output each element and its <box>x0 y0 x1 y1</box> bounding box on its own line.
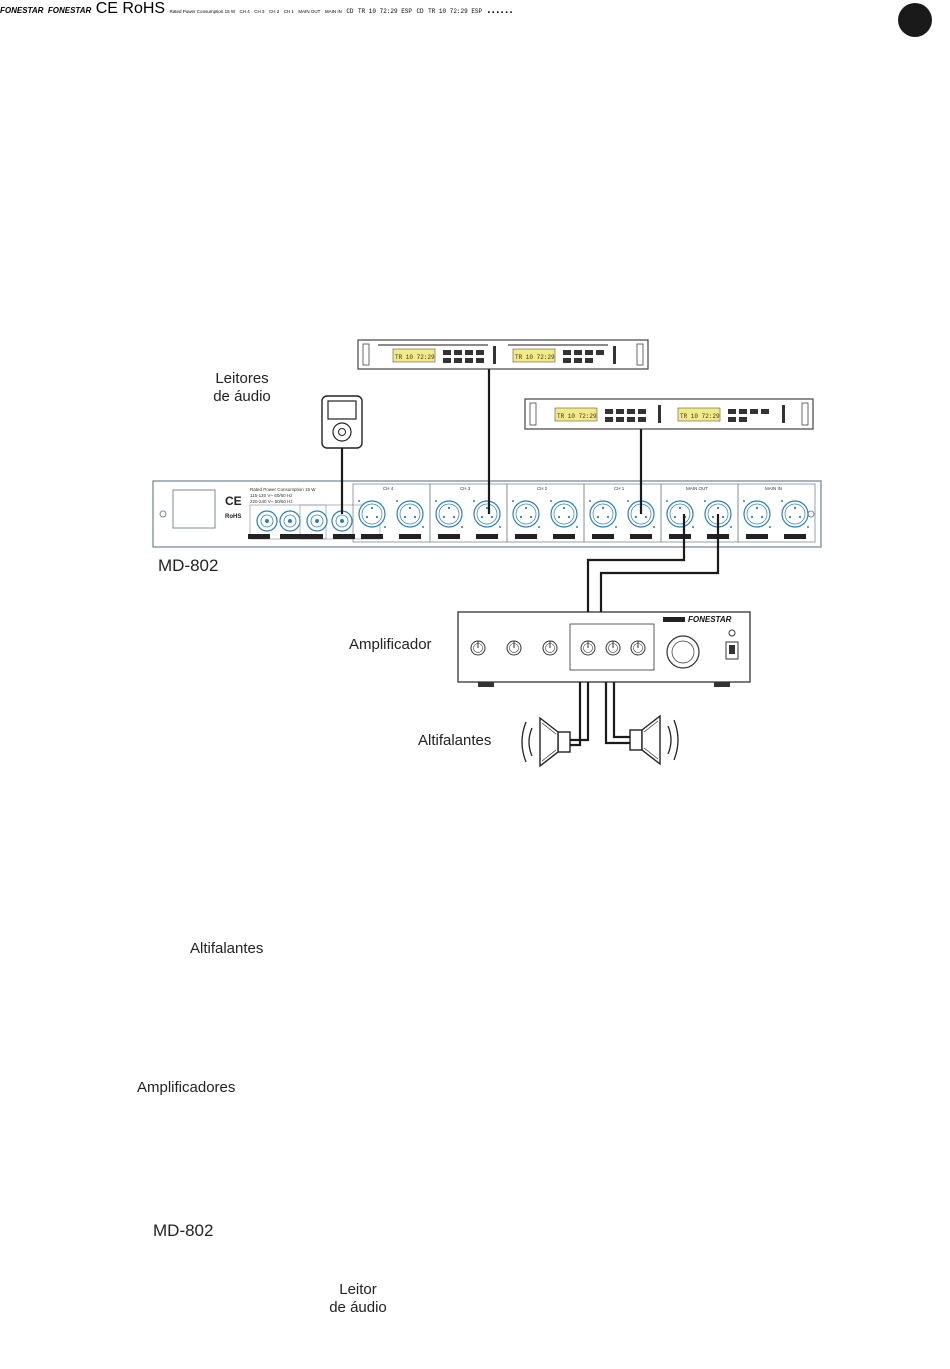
cd-player-top-2: TR 10 72:29 TR 10 72:29 <box>524 398 814 430</box>
svg-text:TR 10 72:29: TR 10 72:29 <box>515 354 555 361</box>
amplifier-bottom-left: FONESTAR <box>0 6 44 15</box>
bottom-player-label-line1: Leitor <box>339 1281 377 1298</box>
cd-display-line2-b: TR 10 72:29 ESP <box>428 8 483 15</box>
top-device-label: MD-802 <box>158 556 219 575</box>
svg-text:TR 10 72:29: TR 10 72:29 <box>680 413 720 420</box>
top-players-label-line2: de áudio <box>213 388 271 405</box>
ch1-label-top: CH 1 <box>614 486 625 491</box>
bottom-speakers-label: Altifalantes <box>190 940 264 957</box>
ch4-label-bottom: CH 4 <box>239 9 250 14</box>
svg-text:FONESTAR: FONESTAR <box>688 615 732 624</box>
top-players-label-line1: Leitores <box>215 370 269 387</box>
cd-player-bottom: CD TR 10 72:29 ESP CD TR 10 72:29 ESP <box>346 0 486 17</box>
svg-text:RoHS: RoHS <box>225 514 241 520</box>
svg-text:TR 10 72:29: TR 10 72:29 <box>557 413 597 420</box>
mainout-label-top: MAIN OUT <box>686 486 708 491</box>
mainin-label-bottom: MAIN IN <box>324 9 342 14</box>
distributor-panel-top: CE RoHS Rated Power Consumption 15 W 115… <box>152 480 822 548</box>
amplifier-bottom-right: FONESTAR <box>47 6 92 15</box>
continuation-dots: ...... <box>486 0 514 17</box>
distributor-panel-bottom: CE RoHS Rated Power Consumption 15 W <box>95 0 342 17</box>
svg-text:TR 10 72:29: TR 10 72:29 <box>395 354 435 361</box>
speaker-top-left <box>521 717 571 767</box>
cd-display-line1-b: CD <box>416 8 424 15</box>
cd-display-line2-a: TR 10 72:29 ESP <box>357 8 412 15</box>
cd-player-top-1: TR 10 72:29 TR 10 72:29 <box>357 339 649 370</box>
speaker-top-right <box>629 715 679 765</box>
svg-text:Rated Power Consumption 15 W: Rated Power Consumption 15 W <box>250 487 316 492</box>
ch2-label-top: CH 2 <box>537 486 548 491</box>
top-players-label: Leitores de áudio <box>200 370 284 406</box>
wiring-top <box>340 369 720 747</box>
amplifier-top: FONESTAR <box>457 611 751 687</box>
portable-player <box>321 395 363 449</box>
page-marker-dot <box>898 3 932 37</box>
ch3-label-bottom: CH 3 <box>254 9 265 14</box>
top-amplifier-label: Amplificador <box>349 636 432 653</box>
ch3-label-top: CH 3 <box>460 486 471 491</box>
ch2-label-bottom: CH 2 <box>268 9 280 14</box>
bottom-player-label-line2: de áudio <box>329 1299 387 1316</box>
svg-text:115-120 V~ 60/60 Hz: 115-120 V~ 60/60 Hz <box>250 493 293 498</box>
ch4-label-top: CH 4 <box>383 486 394 491</box>
cd-display-line1-a: CD <box>346 8 354 15</box>
bottom-amplifiers-label: Amplificadores <box>137 1079 236 1096</box>
top-speakers-label: Altifalantes <box>418 732 492 749</box>
mainout-label-bottom: MAIN OUT <box>298 9 321 14</box>
svg-text:220-240 V~ 50/60 Hz: 220-240 V~ 50/60 Hz <box>250 499 293 504</box>
svg-text:CE: CE <box>225 494 242 508</box>
mainin-label-top: MAIN IN <box>765 486 782 491</box>
bottom-player-label: Leitor de áudio <box>318 1281 398 1317</box>
ch1-label-bottom: CH 1 <box>283 9 294 14</box>
bottom-device-label: MD-802 <box>153 1221 214 1240</box>
